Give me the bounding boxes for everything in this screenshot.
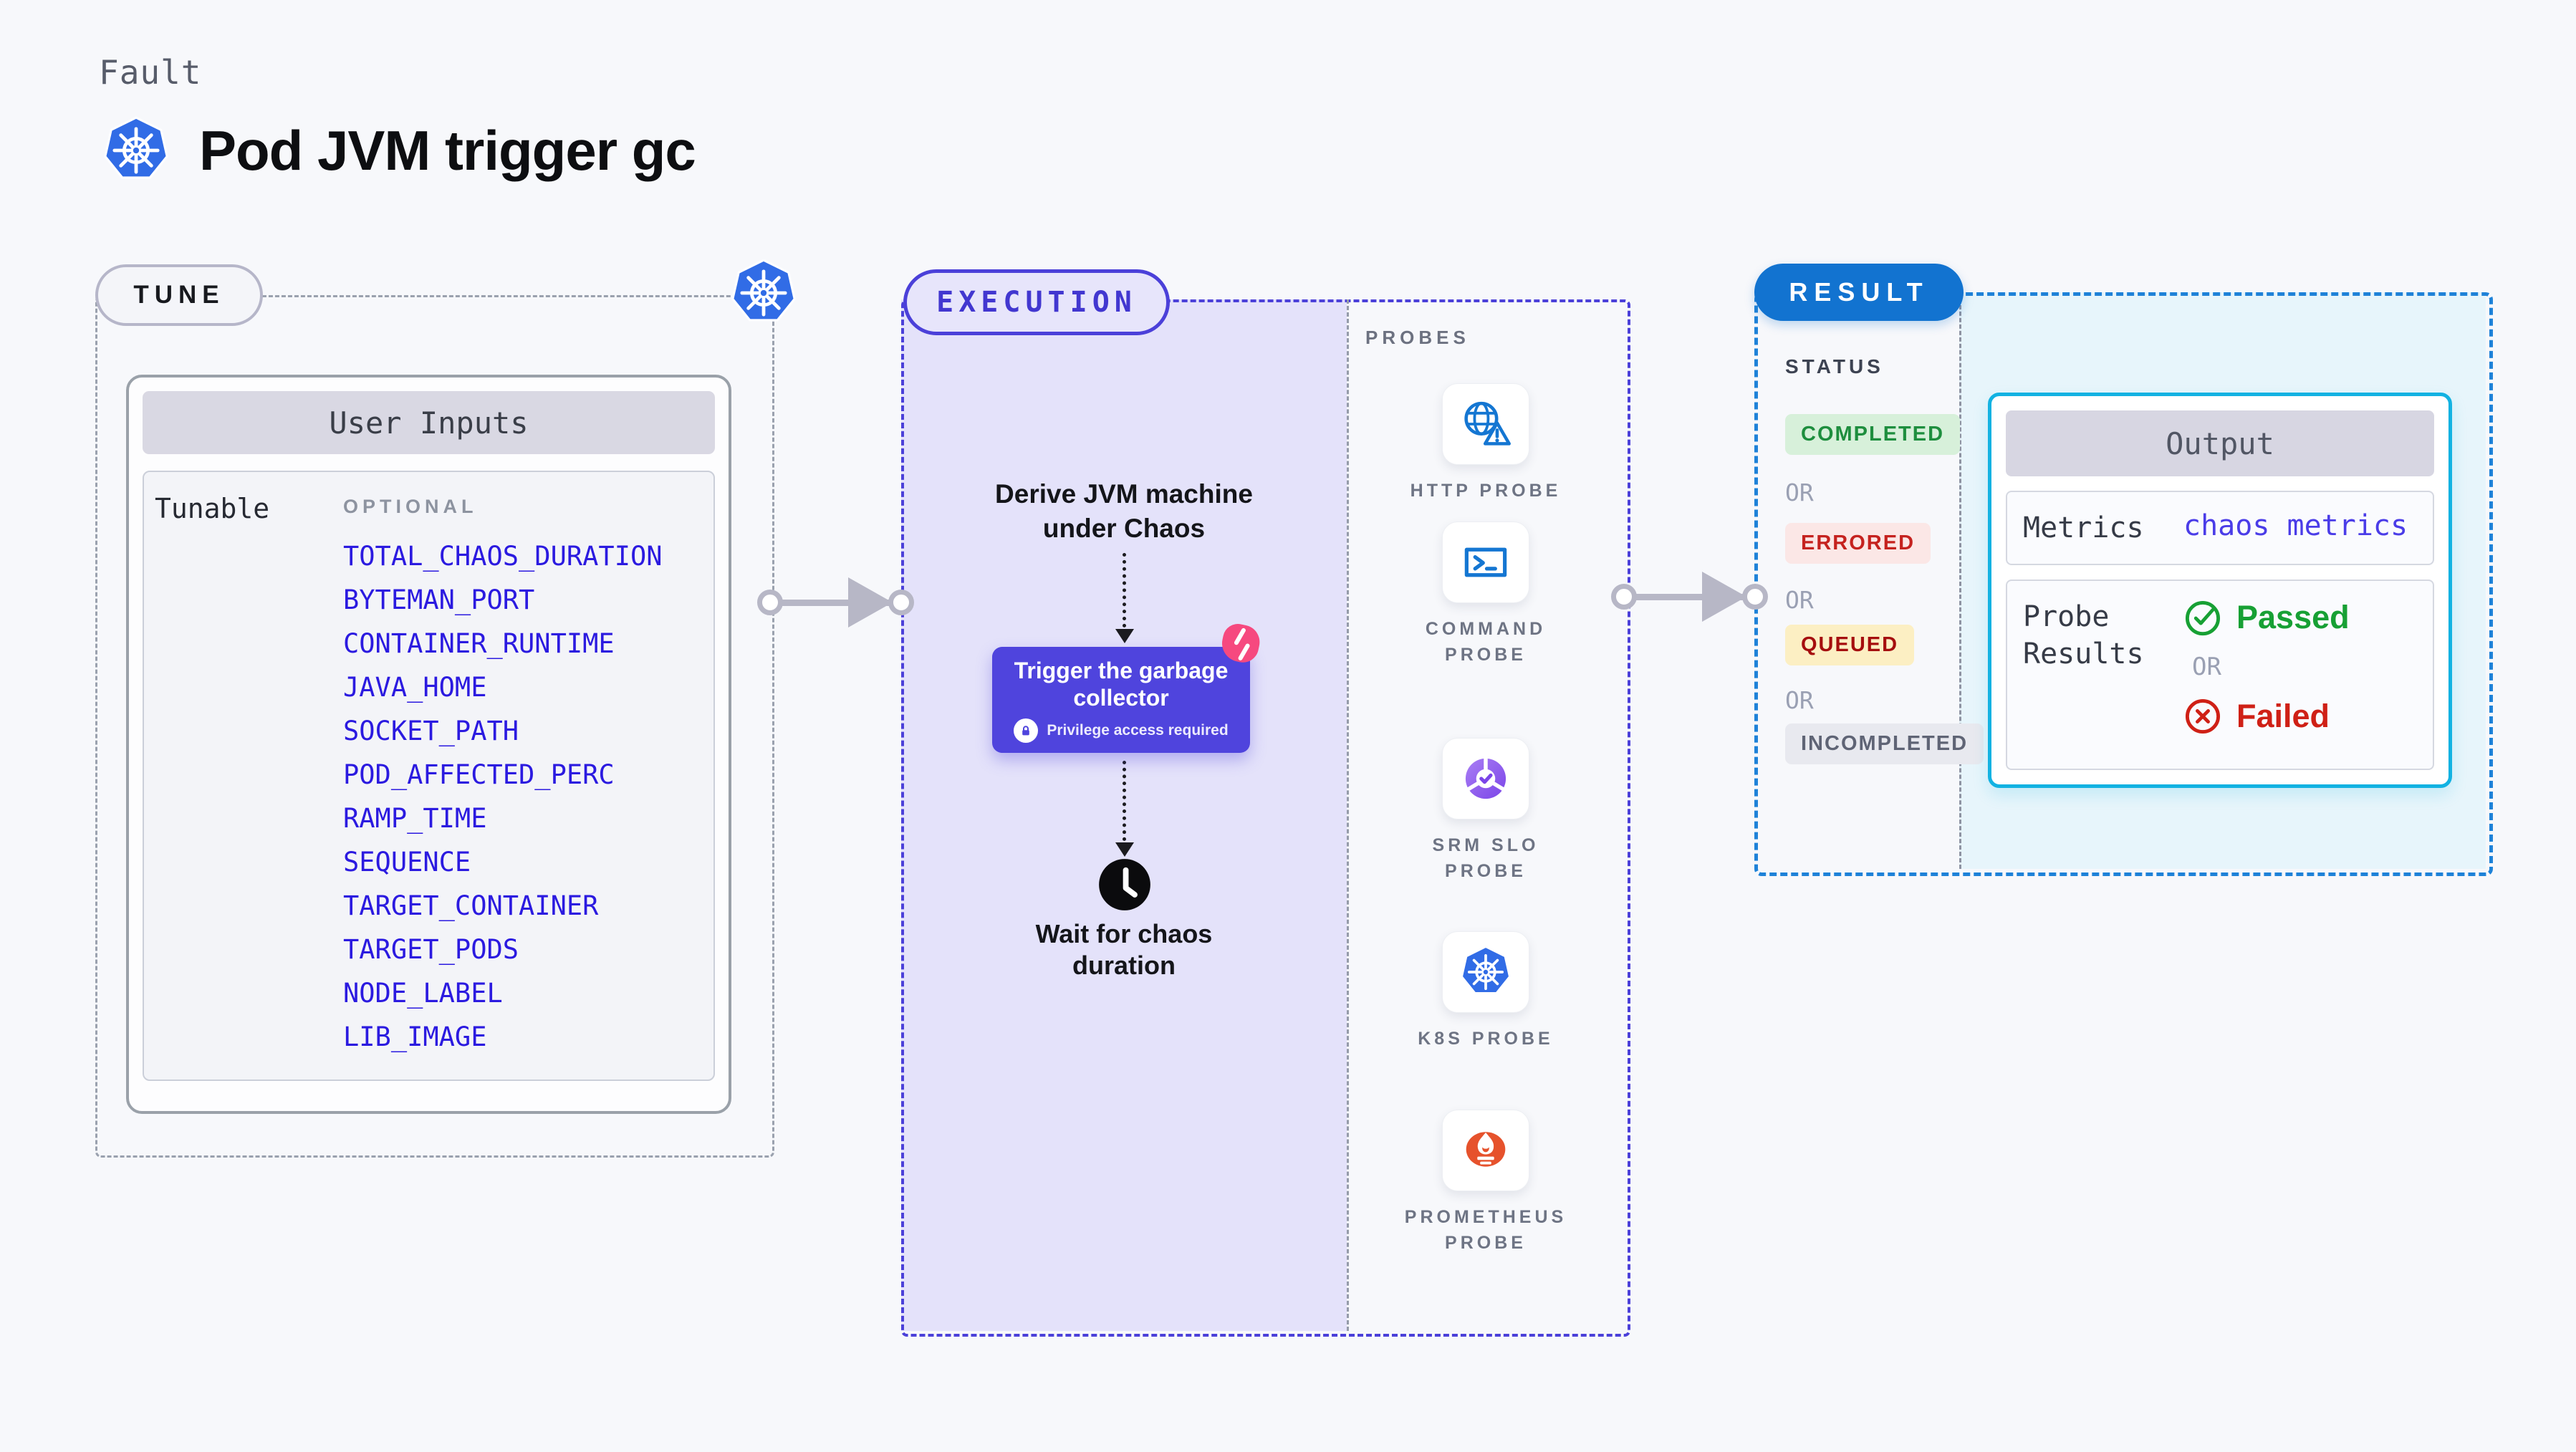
probe-http: HTTP PROBE bbox=[1347, 383, 1625, 504]
fault-kicker: Fault bbox=[99, 53, 202, 92]
wait-clock-icon bbox=[1097, 857, 1153, 913]
env-var-link[interactable]: TARGET_CONTAINER bbox=[343, 890, 599, 921]
globe-alert-icon bbox=[1464, 401, 1511, 446]
env-var-link[interactable]: POD_AFFECTED_PERC bbox=[343, 759, 615, 790]
user-inputs-title: User Inputs bbox=[143, 391, 715, 454]
privilege-note-label: Privilege access required bbox=[1047, 722, 1229, 739]
or-label: OR bbox=[2192, 653, 2221, 681]
result-pill-label: RESULT bbox=[1789, 277, 1929, 307]
probes-heading: PROBES bbox=[1365, 327, 1470, 348]
flow-dotted-line bbox=[1123, 761, 1126, 841]
arrow-down-icon bbox=[1115, 842, 1134, 857]
env-var-link[interactable]: TOTAL_CHAOS_DURATION bbox=[343, 541, 663, 572]
env-var-list: TOTAL_CHAOS_DURATION BYTEMAN_PORT CONTAI… bbox=[343, 543, 663, 1050]
passed-label: Passed bbox=[2236, 599, 2350, 635]
failed-label: Failed bbox=[2236, 698, 2330, 734]
probe-label: COMMAND PROBE bbox=[1425, 619, 1547, 665]
lock-icon bbox=[1014, 718, 1039, 743]
wait-step-label: Wait for chaos duration bbox=[1035, 919, 1213, 980]
tune-pill-label: TUNE bbox=[133, 281, 225, 309]
execution-pill: EXECUTION bbox=[903, 269, 1170, 335]
status-badge-completed: COMPLETED bbox=[1785, 414, 1961, 455]
probe-command: COMMAND PROBE bbox=[1347, 521, 1625, 668]
terminal-icon bbox=[1464, 547, 1507, 577]
env-var-link[interactable]: RAMP_TIME bbox=[343, 803, 487, 834]
env-var-link[interactable]: SEQUENCE bbox=[343, 847, 471, 878]
env-var-link[interactable]: JAVA_HOME bbox=[343, 672, 487, 703]
prometheus-icon bbox=[1466, 1132, 1506, 1167]
optional-tag: OPTIONAL bbox=[343, 496, 478, 517]
tunable-label: Tunable bbox=[155, 493, 270, 524]
env-var-link[interactable]: BYTEMAN_PORT bbox=[343, 585, 535, 615]
execution-section bbox=[901, 299, 1630, 1337]
probe-label: PROMETHEUS PROBE bbox=[1404, 1207, 1567, 1253]
tune-section bbox=[95, 295, 774, 1158]
connector-dot bbox=[757, 590, 783, 615]
probe-card[interactable] bbox=[1442, 738, 1529, 819]
tune-pill: TUNE bbox=[95, 264, 263, 326]
or-label: OR bbox=[1785, 479, 1814, 506]
execution-pill-label: EXECUTION bbox=[936, 286, 1137, 319]
or-label: OR bbox=[1785, 686, 1814, 714]
metrics-row: Metrics chaos metrics bbox=[2006, 491, 2434, 565]
privilege-note: Privilege access required bbox=[1014, 718, 1229, 743]
flow-dotted-line bbox=[1123, 553, 1126, 628]
probe-label: HTTP PROBE bbox=[1410, 481, 1562, 501]
output-title: Output bbox=[2006, 410, 2434, 476]
probes-divider bbox=[1347, 299, 1349, 1331]
metrics-value-link[interactable]: chaos metrics bbox=[2183, 509, 2408, 542]
arrow-down-icon bbox=[1115, 629, 1134, 643]
output-panel: Output Metrics chaos metrics Probe Resul… bbox=[1988, 393, 2452, 788]
kubernetes-icon bbox=[726, 256, 801, 330]
env-var-link[interactable]: TARGET_PODS bbox=[343, 934, 519, 965]
kubernetes-icon bbox=[1460, 945, 1512, 995]
status-heading: STATUS bbox=[1785, 355, 1884, 378]
probe-label: SRM SLO PROBE bbox=[1432, 835, 1539, 881]
probe-card[interactable] bbox=[1442, 1110, 1529, 1191]
probe-results-row: Probe Results Passed OR Failed bbox=[2006, 580, 2434, 770]
result-pill: RESULT bbox=[1754, 264, 1964, 321]
x-circle-icon bbox=[2185, 698, 2221, 734]
probe-prometheus: PROMETHEUS PROBE bbox=[1347, 1110, 1625, 1256]
status-badge-incompleted: INCOMPLETED bbox=[1785, 723, 1984, 764]
connector-dot bbox=[888, 590, 914, 615]
derive-step-label: Derive JVM machine under Chaos bbox=[995, 479, 1253, 543]
kubernetes-icon bbox=[99, 113, 173, 188]
failed-result: Failed bbox=[2183, 697, 2350, 736]
execution-to-result-arrow bbox=[1624, 594, 1755, 600]
env-var-link[interactable]: LIB_IMAGE bbox=[343, 1021, 487, 1052]
tune-to-execution-arrow bbox=[770, 600, 901, 606]
result-divider bbox=[1959, 292, 1961, 869]
probe-label: K8S PROBE bbox=[1418, 1029, 1554, 1049]
probe-card[interactable] bbox=[1442, 521, 1529, 603]
check-circle-icon bbox=[2185, 601, 2221, 636]
trigger-gc-node[interactable]: Trigger the garbage collector Privilege … bbox=[992, 647, 1250, 753]
arrowhead-icon bbox=[1702, 572, 1746, 622]
tunables-panel bbox=[143, 471, 715, 1081]
probe-srm-slo: SRM SLO PROBE bbox=[1347, 738, 1625, 884]
probe-results-label: Probe Results bbox=[2023, 600, 2144, 670]
page-title: Pod JVM trigger gc bbox=[199, 118, 696, 182]
probe-card[interactable] bbox=[1442, 931, 1529, 1013]
status-badge-queued: QUEUED bbox=[1785, 625, 1915, 665]
env-var-link[interactable]: SOCKET_PATH bbox=[343, 716, 519, 746]
passed-result: Passed bbox=[2183, 598, 2350, 637]
or-label: OR bbox=[1785, 586, 1814, 614]
env-var-link[interactable]: CONTAINER_RUNTIME bbox=[343, 628, 615, 659]
probe-k8s: K8S PROBE bbox=[1347, 931, 1625, 1052]
trigger-gc-node-title: Trigger the garbage collector bbox=[1014, 658, 1229, 711]
env-var-link[interactable]: NODE_LABEL bbox=[343, 978, 503, 1009]
probe-card[interactable] bbox=[1442, 383, 1529, 465]
connector-dot bbox=[1611, 584, 1637, 610]
connector-dot bbox=[1742, 584, 1768, 610]
slo-gauge-icon bbox=[1465, 757, 1506, 799]
metrics-label: Metrics bbox=[2023, 511, 2144, 544]
arrowhead-icon bbox=[848, 577, 893, 628]
status-badge-errored: ERRORED bbox=[1785, 523, 1931, 564]
page-header: Pod JVM trigger gc bbox=[99, 113, 696, 188]
